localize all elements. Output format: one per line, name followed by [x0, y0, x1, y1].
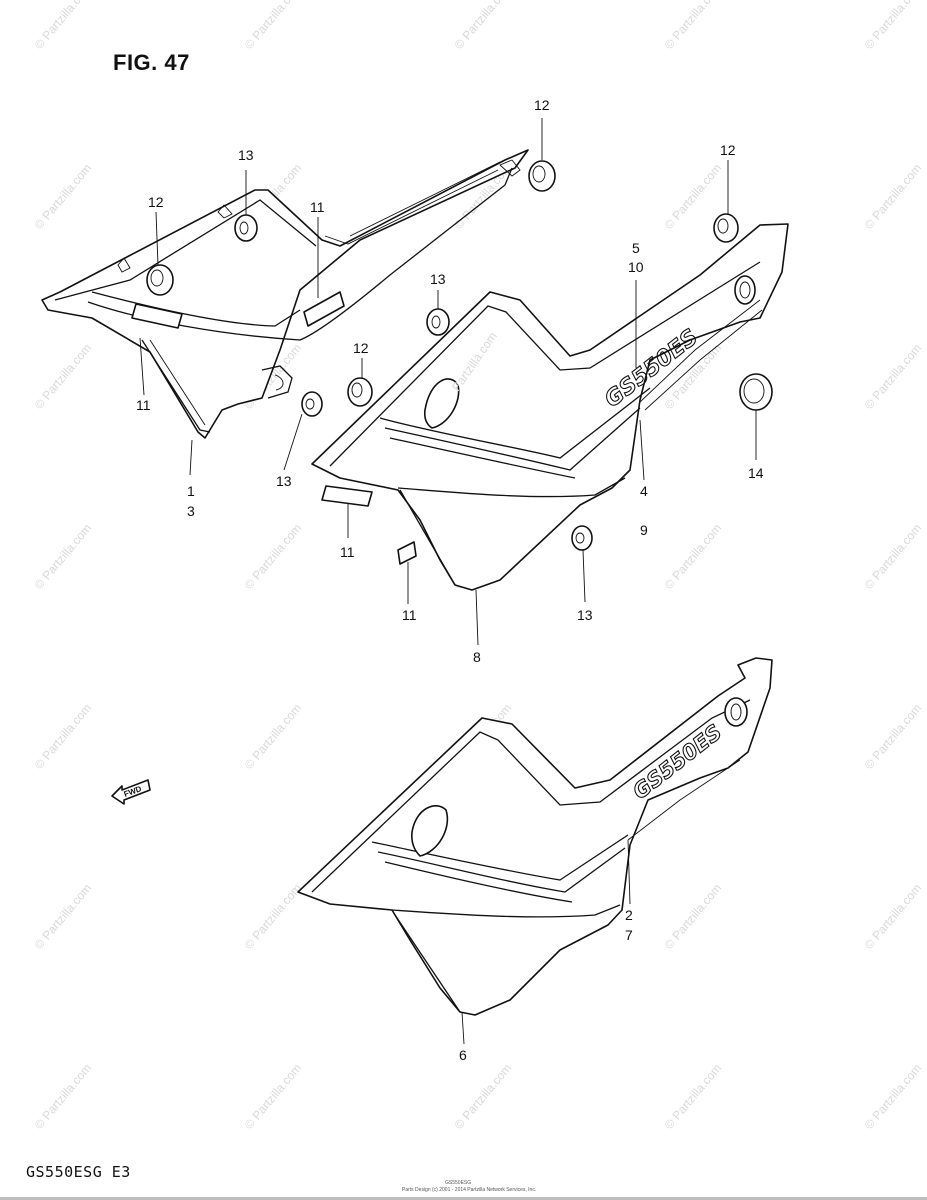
- watermark-text: © Partzilla.com: [32, 341, 95, 412]
- callout-11: 11: [136, 397, 151, 413]
- watermark-text: © Partzilla.com: [32, 1061, 95, 1132]
- callout-labels: 12 13 11 12 12 5 10 13 12 11 1 3 13 14 4…: [136, 97, 764, 1063]
- watermark-text: © Partzilla.com: [452, 0, 515, 52]
- decal-11-upper: [303, 291, 345, 327]
- callout-4: 4: [640, 483, 648, 499]
- grommet-13a: [234, 214, 258, 242]
- callout-11: 11: [310, 199, 325, 215]
- figure-title: FIG. 47: [113, 50, 190, 75]
- grommet-13c: [301, 391, 323, 417]
- callout-13: 13: [276, 473, 292, 489]
- watermark-text: © Partzilla.com: [862, 161, 925, 232]
- callout-11: 11: [402, 607, 417, 623]
- callout-9: 9: [640, 522, 648, 538]
- callout-12: 12: [534, 97, 550, 113]
- watermark-text: © Partzilla.com: [862, 341, 925, 412]
- grommet-13d: [571, 525, 593, 551]
- grommet-12b: [528, 160, 556, 192]
- callout-13: 13: [430, 271, 446, 287]
- watermark-text: © Partzilla.com: [862, 521, 925, 592]
- callout-14: 14: [748, 465, 764, 481]
- callout-11: 11: [340, 544, 355, 560]
- footer-code: GS550ESG: [445, 1180, 472, 1186]
- grommet-13b: [426, 308, 450, 336]
- callout-12: 12: [148, 194, 164, 210]
- watermark-text: © Partzilla.com: [32, 881, 95, 952]
- watermark-text: © Partzilla.com: [862, 701, 925, 772]
- watermark-text: © Partzilla.com: [242, 521, 305, 592]
- watermark-text: © Partzilla.com: [32, 701, 95, 772]
- watermark-text: © Partzilla.com: [452, 1061, 515, 1132]
- decal-11-small: [397, 541, 417, 565]
- callout-7: 7: [625, 927, 633, 943]
- watermark-text: © Partzilla.com: [242, 701, 305, 772]
- grommet-12a: [146, 264, 174, 296]
- callout-6: 6: [459, 1047, 467, 1063]
- bottom-rule: [0, 1197, 927, 1200]
- cap-14: [739, 373, 773, 411]
- watermark-text: © Partzilla.com: [242, 881, 305, 952]
- callout-8: 8: [473, 649, 481, 665]
- grommet-12d: [347, 377, 373, 407]
- callout-2: 2: [625, 907, 633, 923]
- watermark-text: © Partzilla.com: [662, 881, 725, 952]
- callout-5: 5: [632, 240, 640, 256]
- watermark-text: © Partzilla.com: [862, 0, 925, 52]
- frame-cover-upper-left: [41, 149, 529, 439]
- decal-11-mid: [321, 485, 373, 507]
- watermark-text: © Partzilla.com: [242, 1061, 305, 1132]
- forward-arrow-icon: FWD: [111, 779, 151, 805]
- watermark-text: © Partzilla.com: [32, 161, 95, 232]
- watermark-text: © Partzilla.com: [662, 1061, 725, 1132]
- watermark-text: © Partzilla.com: [32, 0, 95, 52]
- callout-13: 13: [238, 147, 254, 163]
- watermark-text: © Partzilla.com: [862, 881, 925, 952]
- callout-1: 1: [187, 483, 195, 499]
- watermark-text: © Partzilla.com: [862, 1061, 925, 1132]
- callout-12: 12: [353, 340, 369, 356]
- grommets: [146, 160, 773, 551]
- copyright-text: Parts Design (c) 2001 - 2014 Partzilla N…: [402, 1187, 537, 1193]
- callout-10: 10: [628, 259, 644, 275]
- model-code: GS550ESG E3: [26, 1163, 131, 1181]
- callout-13: 13: [577, 607, 593, 623]
- watermark-text: © Partzilla.com: [242, 0, 305, 52]
- side-cover-lower: GS550ES: [297, 657, 773, 1016]
- watermark-text: © Partzilla.com: [32, 521, 95, 592]
- callout-3: 3: [187, 503, 195, 519]
- watermark-text: © Partzilla.com: [662, 521, 725, 592]
- decal-11-left: [131, 303, 183, 329]
- callout-12: 12: [720, 142, 736, 158]
- leader-lines: [139, 118, 757, 1045]
- watermark-text: © Partzilla.com: [662, 0, 725, 52]
- grommet-12c: [713, 213, 739, 243]
